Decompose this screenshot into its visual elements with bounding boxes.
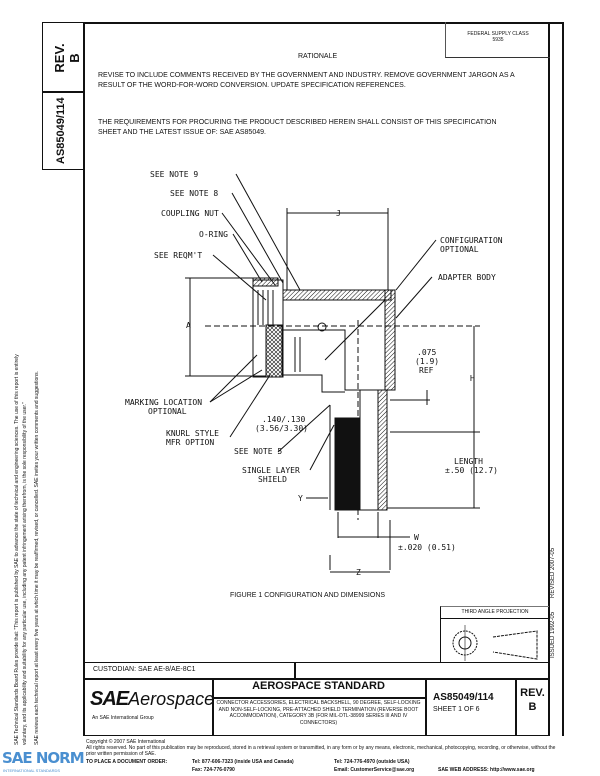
adapter-body-top (282, 289, 392, 301)
title-rev-label: REV. (520, 687, 545, 699)
tel-intl: Tel: 724-776-4970 (outside USA) (334, 759, 410, 765)
projection-box: THIRD ANGLE PROJECTION (440, 606, 549, 663)
supply-class-line1: FEDERAL SUPPLY CLASS (467, 31, 529, 37)
label-knurl-style: KNURL STYLE (166, 429, 219, 438)
rationale-heading: RATIONALE (298, 53, 338, 60)
dim-w-tol: ±.020 (0.51) (398, 543, 456, 552)
label-o-ring: O-RING (199, 230, 228, 239)
label-configuration: CONFIGURATION (440, 236, 503, 245)
requirements-text: THE REQUIREMENTS FOR PROCURING THE PRODU… (98, 119, 497, 136)
sae-norm-watermark: SAE NORM (2, 749, 85, 767)
label-coupling-nut: COUPLING NUT (161, 209, 219, 218)
custodian-divider (294, 662, 296, 678)
dim-h: H (470, 374, 475, 383)
label-adapter-body: ADAPTER BODY (438, 273, 496, 282)
logo-tagline: An SAE International Group (92, 715, 154, 721)
label-see-reqmt: SEE REQM'T (154, 251, 202, 260)
label-shield: SHIELD (258, 475, 287, 484)
order-label: TO PLACE A DOCUMENT ORDER: (86, 759, 168, 765)
rev-divider (515, 678, 517, 736)
frame-right (548, 22, 550, 736)
title-rev-value: B (528, 701, 537, 713)
standard-divider (212, 697, 425, 699)
watermark-sub: INTERNATIONAL STANDARDS (3, 768, 61, 773)
label-see-note-8: SEE NOTE 8 (170, 189, 218, 198)
fax: Fax: 724-776-0790 (192, 767, 235, 773)
dim-z: Z (356, 568, 361, 577)
knurl-band (265, 324, 283, 378)
copyright: Copyright © 2007 SAE International (86, 739, 166, 745)
dim-ref-3: REF (419, 366, 434, 375)
projection-label: THIRD ANGLE PROJECTION (441, 607, 549, 619)
projection-symbol-icon (452, 625, 538, 661)
label-see-note-9: SEE NOTE 9 (150, 170, 198, 179)
dim-ref-1: .075 (417, 348, 436, 357)
frame-left (83, 22, 85, 736)
standard-heading: AEROSPACE STANDARD (252, 680, 385, 692)
dim-a: A (186, 321, 191, 330)
logo-divider (212, 678, 214, 736)
tel-us: Tel: 877-606-7323 (inside USA and Canada… (192, 759, 294, 765)
figure-caption: FIGURE 1 CONFIGURATION AND DIMENSIONS (230, 592, 386, 599)
title-rev: REV. B (516, 686, 549, 714)
number-divider (425, 678, 427, 736)
sheet-number: SHEET 1 OF 6 (433, 706, 480, 713)
frame-top (83, 22, 564, 24)
dim-length-tol: ±.50 (12.7) (445, 466, 498, 475)
supply-class-line2: 5935 (492, 37, 504, 43)
dim-ref-2: (1.9) (415, 357, 439, 366)
sae-aerospace-logo: SAEAerospace (90, 688, 214, 710)
label-marking-location: MARKING LOCATION (125, 398, 202, 407)
label-marking-optional: OPTIONAL (148, 407, 187, 416)
custodian: CUSTODIAN: SAE AE-8/AE-8C1 (93, 666, 196, 673)
supply-class-box: FEDERAL SUPPLY CLASS 5935 (445, 22, 550, 58)
adapter-body-outline (282, 299, 386, 391)
label-mfr-option: MFR OPTION (166, 438, 214, 447)
title-divider (83, 678, 550, 680)
title-doc-number: AS85049/114 (433, 692, 494, 703)
dim-356-330: (3.56/3.30) (255, 424, 308, 433)
dim-140-130: .140/.130 (262, 415, 306, 424)
dim-j: J (336, 209, 341, 218)
dim-y: Y (298, 494, 303, 503)
title-block (83, 662, 550, 736)
email[interactable]: Email: CustomerService@sae.org (334, 767, 415, 773)
dim-length: LENGTH (454, 457, 483, 466)
standard-description: CONNECTOR ACCESSORIES, ELECTRICAL BACKSH… (216, 700, 421, 726)
adapter-body-wall (384, 289, 396, 391)
label-optional: OPTIONAL (440, 245, 479, 254)
single-layer-shield (334, 417, 361, 511)
logo-sae: SAE (90, 688, 129, 710)
rights-notice: All rights reserved. No part of this pub… (86, 745, 556, 757)
rationale-text: REVISE TO INCLUDE COMMENTS RECEIVED BY T… (98, 72, 515, 89)
label-single-layer: SINGLE LAYER (242, 466, 300, 475)
frame-right-outer (562, 22, 564, 736)
logo-aerospace: Aerospace (128, 689, 215, 709)
dim-w: W (414, 533, 419, 542)
label-see-note-5: SEE NOTE 5 (234, 447, 282, 456)
web-address[interactable]: SAE WEB ADDRESS: http://www.sae.org (438, 767, 535, 773)
o-ring (252, 277, 279, 287)
